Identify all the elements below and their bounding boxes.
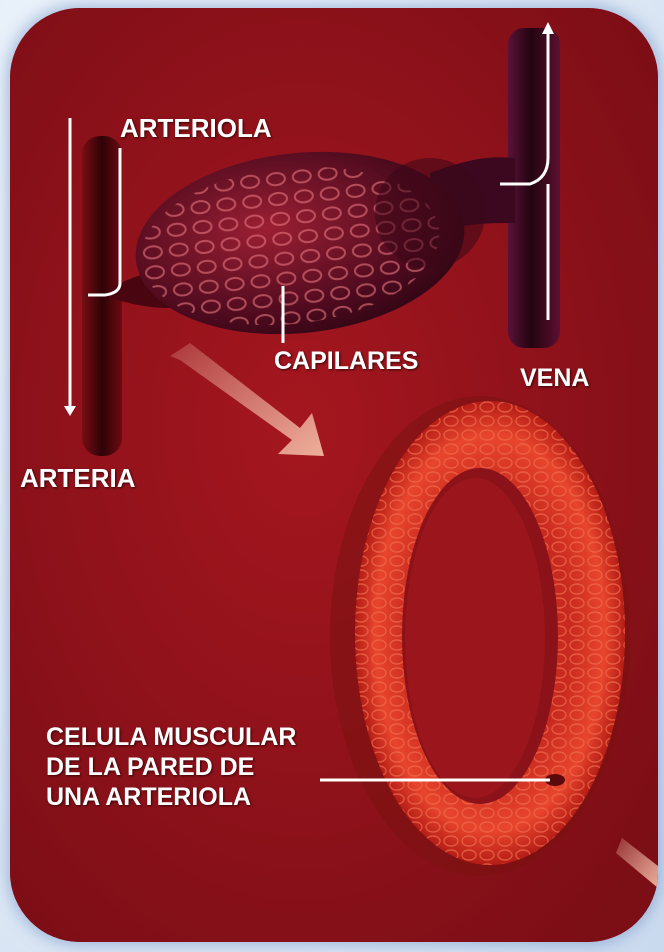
- label-celula-line1: CELULA MUSCULAR: [46, 722, 296, 752]
- label-celula-line3: UNA ARTERIOLA: [46, 782, 296, 812]
- label-vena: VENA: [520, 364, 589, 393]
- label-arteriola: ARTERIOLA: [120, 113, 272, 144]
- label-celula-line2: DE LA PARED DE: [46, 752, 296, 782]
- label-capilares: CAPILARES: [274, 347, 418, 376]
- diagram-card: ARTERIOLA CAPILARES VENA ARTERIA CELULA …: [10, 8, 658, 942]
- vein-vessel: [508, 28, 560, 348]
- label-arteria: ARTERIA: [20, 463, 136, 494]
- label-celula-muscular: CELULA MUSCULAR DE LA PARED DE UNA ARTER…: [46, 722, 296, 812]
